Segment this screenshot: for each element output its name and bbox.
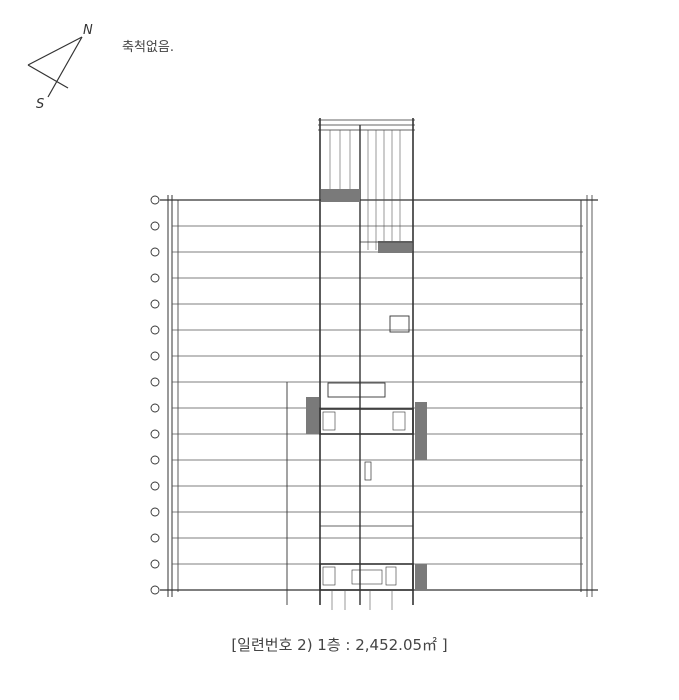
- caption: [일련번호 2) 1층 : 2,452.05㎡ ]: [231, 636, 448, 654]
- north-arrow-icon: N S: [27, 23, 93, 112]
- svg-text:S: S: [36, 97, 44, 112]
- scale-note: 축척없음.: [122, 40, 174, 55]
- svg-text:N: N: [83, 23, 93, 38]
